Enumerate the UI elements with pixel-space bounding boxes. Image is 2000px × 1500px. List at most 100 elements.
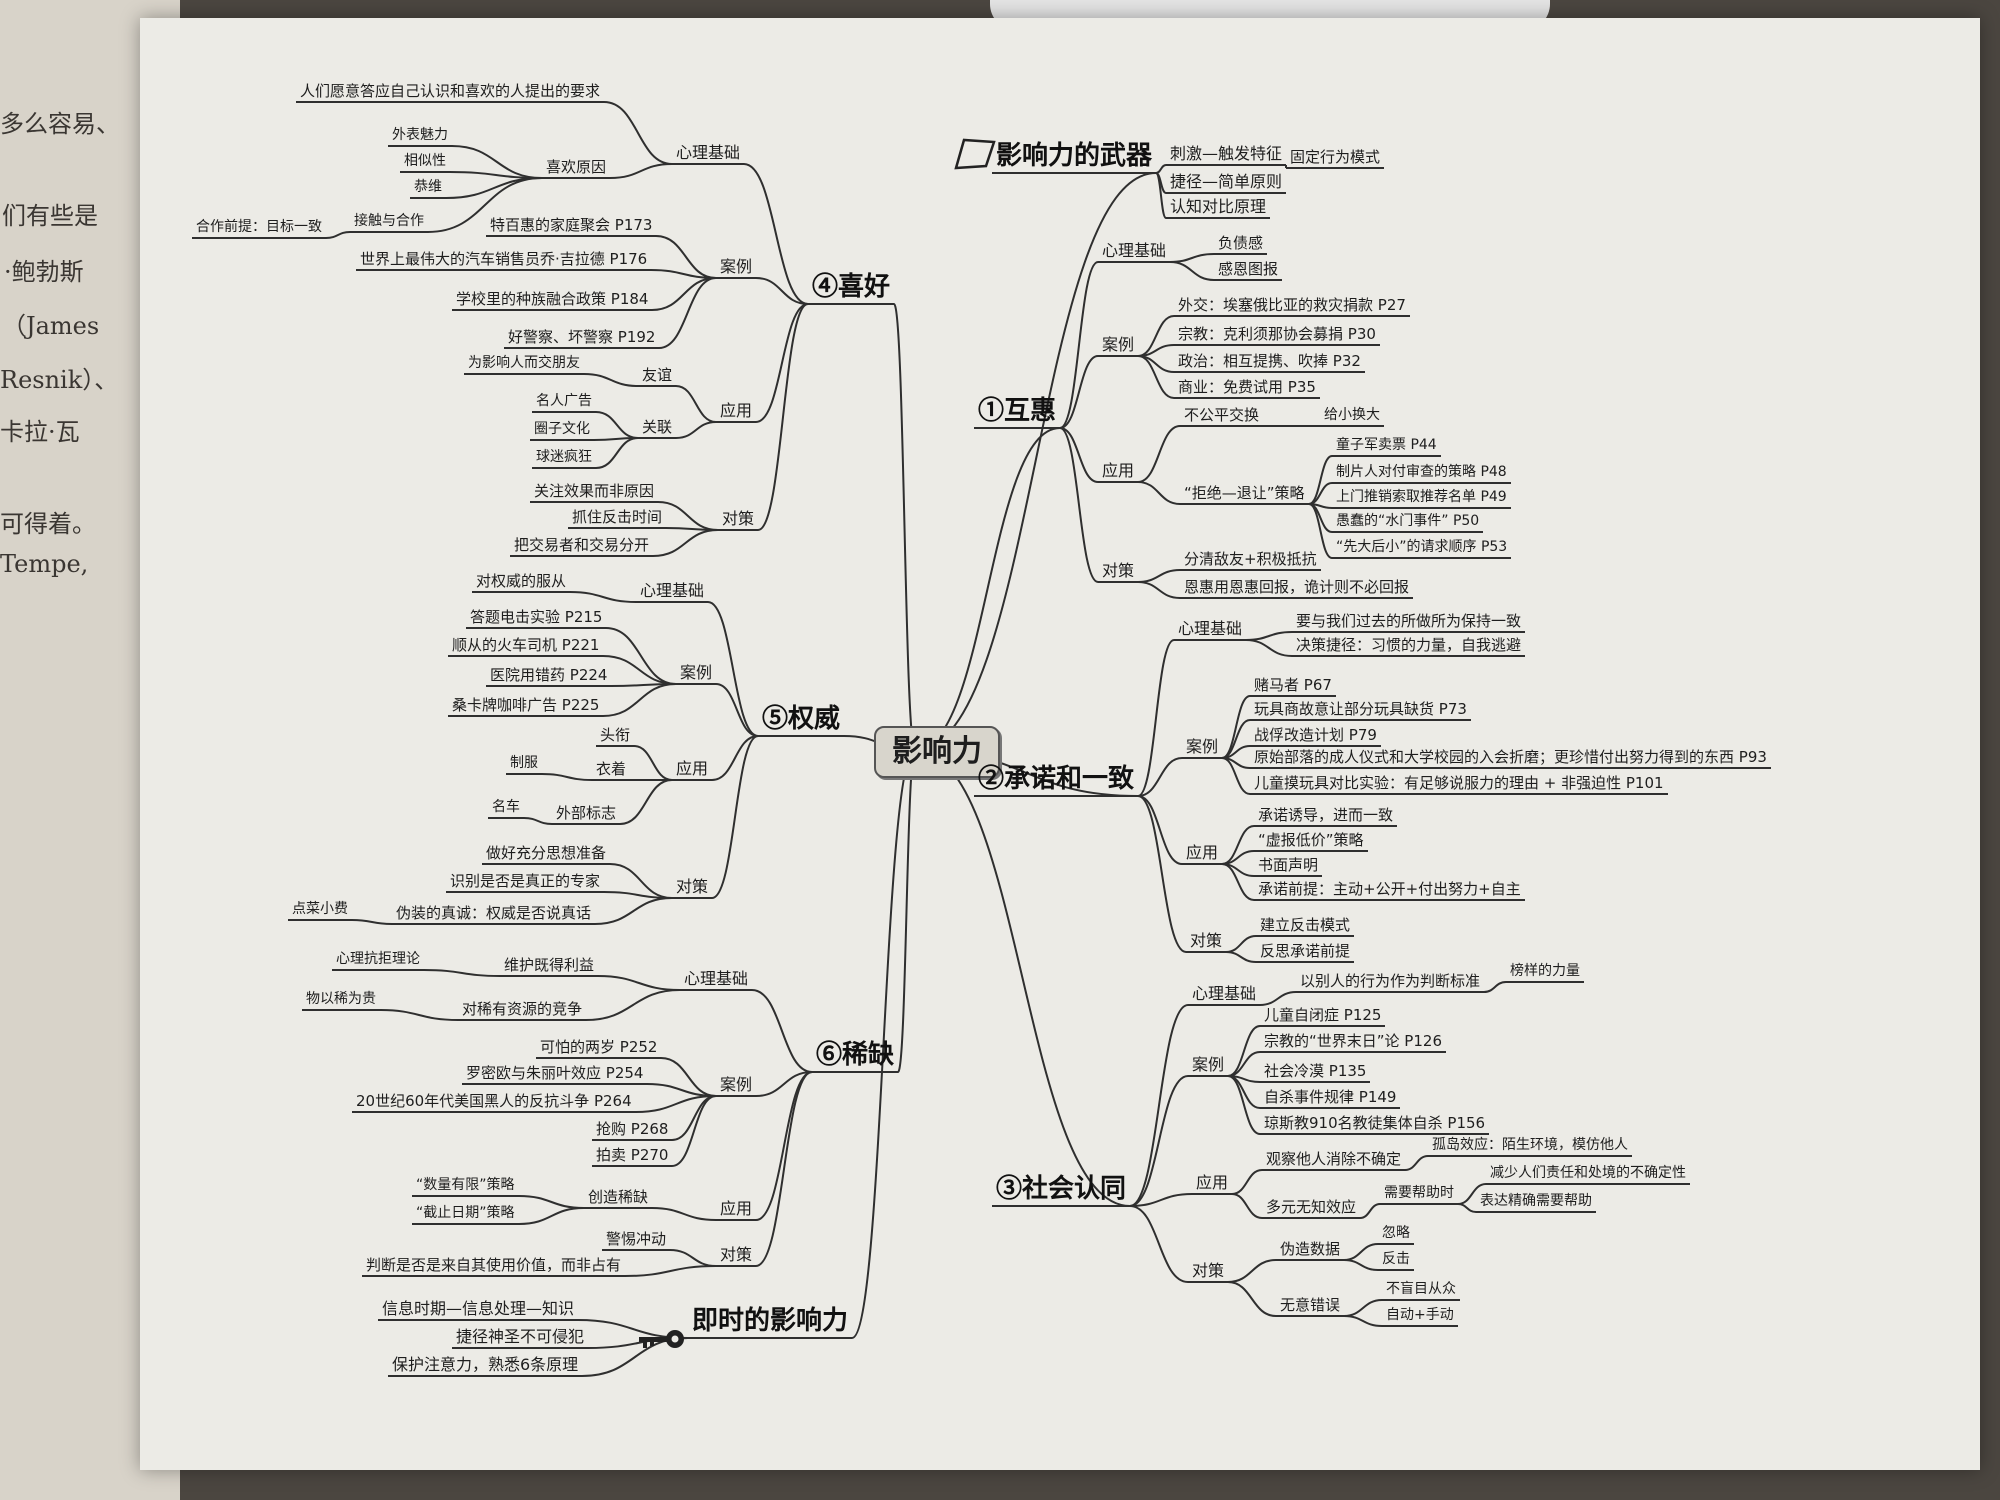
mindmap-connector bbox=[1483, 981, 1507, 993]
mindmap-node: 案例 bbox=[1192, 1055, 1225, 1074]
mindmap-connector bbox=[1129, 1205, 1189, 1283]
mindmap-node: 需要帮助时 bbox=[1384, 1185, 1454, 1201]
mindmap-node: 决策捷径：习惯的力量，自我逃避 bbox=[1296, 636, 1522, 654]
left-page-text: Resnik）、 bbox=[0, 366, 119, 394]
mindmap-node: 反击 bbox=[1382, 1251, 1410, 1267]
mindmap-connector bbox=[711, 735, 759, 781]
mindmap-node: 喜欢原因 bbox=[546, 158, 607, 176]
mindmap-connector bbox=[755, 303, 809, 423]
mindmap-node: 心理基础 bbox=[676, 143, 741, 162]
mindmap-node: 头衔 bbox=[600, 726, 631, 744]
mindmap-connector bbox=[1137, 355, 1175, 399]
mindmap-node: 人们愿意答应自己认识和喜欢的人提出的要求 bbox=[300, 82, 601, 100]
mindmap-node: 制服 bbox=[510, 755, 538, 771]
mindmap-node: 无意错误 bbox=[1280, 1296, 1341, 1314]
root-node: 影响力 bbox=[874, 726, 1000, 778]
mindmap-node: 合作前提：目标一致 bbox=[196, 219, 322, 235]
mindmap-connector bbox=[1457, 1203, 1477, 1213]
mindmap-connector bbox=[671, 1095, 717, 1167]
mindmap-connector bbox=[583, 373, 639, 387]
mindmap-node: 恩惠用恩惠回报，诡计则不必回报 bbox=[1184, 578, 1410, 596]
left-page-text: Tempe, bbox=[0, 550, 89, 578]
mindmap-node: 自杀事件规律 P149 bbox=[1264, 1088, 1397, 1106]
mindmap-node: 承诺前提：主动+公开+付出努力+自主 bbox=[1258, 880, 1521, 898]
mindmap-node: 对权威的服从 bbox=[476, 572, 567, 590]
mindmap-connector bbox=[1129, 1193, 1193, 1207]
mindmap-node: 点菜小费 bbox=[292, 901, 348, 917]
left-page-text: 多么容易、 bbox=[0, 110, 120, 138]
mindmap-node: 医院用错药 P224 bbox=[490, 666, 608, 684]
mindmap-node: 战俘改造计划 P79 bbox=[1254, 726, 1377, 744]
mindmap-node: 反思承诺前提 bbox=[1260, 942, 1351, 960]
mindmap-node: 接触与合作 bbox=[354, 213, 424, 229]
mindmap-connector bbox=[743, 163, 809, 305]
mindmap-connector bbox=[755, 1071, 813, 1267]
mindmap-node: 对策 bbox=[676, 877, 709, 896]
mindmap-node: 对策 bbox=[1192, 1261, 1225, 1280]
mindmap-connector bbox=[1404, 1155, 1429, 1171]
mindmap-node: 对策 bbox=[720, 1245, 753, 1264]
mindmap-connector bbox=[1137, 795, 1183, 865]
mindmap-node: 为影响人而交朋友 bbox=[468, 355, 580, 371]
mindmap-node: 负债感 bbox=[1218, 234, 1264, 252]
branch-node: ④喜好 bbox=[812, 272, 891, 302]
key-icon bbox=[639, 1330, 684, 1348]
mindmap-node: 创造稀缺 bbox=[588, 1188, 649, 1206]
mindmap-node: 不盲目从众 bbox=[1386, 1281, 1456, 1297]
mindmap-node: 识别是否是真正的专家 bbox=[450, 872, 601, 890]
mindmap-connector bbox=[594, 897, 673, 925]
mindmap-connector bbox=[1137, 795, 1187, 953]
mindmap-connector bbox=[755, 1071, 813, 1097]
mindmap-node: 商业：免费试用 P35 bbox=[1178, 378, 1316, 396]
mindmap-connector bbox=[711, 735, 759, 899]
mindmap-connector bbox=[585, 989, 681, 1021]
mindmap-connector bbox=[602, 683, 677, 717]
mindmap-node: 罗密欧与朱丽叶效应 P254 bbox=[466, 1064, 644, 1082]
mindmap-connector bbox=[652, 529, 719, 557]
mindmap-connector bbox=[1227, 1075, 1261, 1135]
mindmap-node: 心理基础 bbox=[640, 581, 705, 600]
mindmap-node: 特百惠的家庭聚会 P173 bbox=[490, 216, 653, 234]
mindmap-node: 儿童摸玩具对比实验：有足够说服力的理由 + 非强迫性 P101 bbox=[1254, 774, 1664, 792]
mindmap-connector bbox=[635, 1095, 717, 1113]
mindmap-node: 书面声明 bbox=[1258, 856, 1319, 874]
mindmap-node: 案例 bbox=[1186, 737, 1219, 756]
mindmap-connector bbox=[1059, 355, 1099, 429]
mindmap-node: 维护既得利益 bbox=[504, 956, 595, 974]
branch-node: ⑥稀缺 bbox=[816, 1040, 895, 1070]
mindmap-node: 恭维 bbox=[414, 179, 442, 195]
mindmap-page bbox=[140, 18, 1980, 1470]
mindmap-connector bbox=[523, 817, 553, 825]
mindmap-node: 关注效果而非原因 bbox=[534, 482, 655, 500]
mindmap-connector bbox=[757, 303, 809, 531]
mindmap-connector bbox=[755, 277, 809, 305]
mindmap-node: 给小换大 bbox=[1324, 407, 1380, 423]
mindmap-connector bbox=[1137, 425, 1181, 483]
mindmap-node: 球迷疯狂 bbox=[536, 449, 592, 465]
mindmap-connector bbox=[423, 969, 501, 977]
mindmap-node: “数量有限”策略 bbox=[416, 1177, 515, 1193]
mindmap-connector bbox=[602, 655, 677, 685]
mindmap-node: 外表魅力 bbox=[392, 127, 448, 143]
mindmap-node: 把交易者和交易分开 bbox=[514, 536, 650, 554]
mindmap-connector bbox=[1155, 172, 1167, 219]
mindmap-node: 社会冷漠 P135 bbox=[1264, 1062, 1367, 1080]
mindmap-node: 榜样的力量 bbox=[1510, 963, 1580, 979]
mindmap-node: 多元无知效应 bbox=[1266, 1198, 1357, 1216]
mindmap-node: 赌马者 P67 bbox=[1254, 676, 1332, 694]
mindmap-connector bbox=[351, 919, 393, 925]
mindmap-node: “截止日期”策略 bbox=[416, 1205, 515, 1221]
branch-node: 即时的影响力 bbox=[692, 1306, 849, 1336]
mindmap-node: 抢购 P268 bbox=[596, 1120, 669, 1138]
mindmap-connector bbox=[1169, 261, 1215, 281]
mindmap-connector bbox=[1059, 427, 1099, 583]
mindmap-node: 表达精确需要帮助 bbox=[1480, 1193, 1592, 1209]
mindmap-connector bbox=[379, 1009, 459, 1021]
mindmap-connector bbox=[1137, 639, 1175, 797]
mindmap-connector bbox=[1231, 1169, 1263, 1195]
mindmap-connector bbox=[1259, 991, 1297, 1006]
mindmap-node: 20世纪60年代美国黑人的反抗斗争 P264 bbox=[356, 1092, 632, 1110]
mindmap-node: 伪装的真诚：权威是否说真话 bbox=[396, 904, 592, 922]
